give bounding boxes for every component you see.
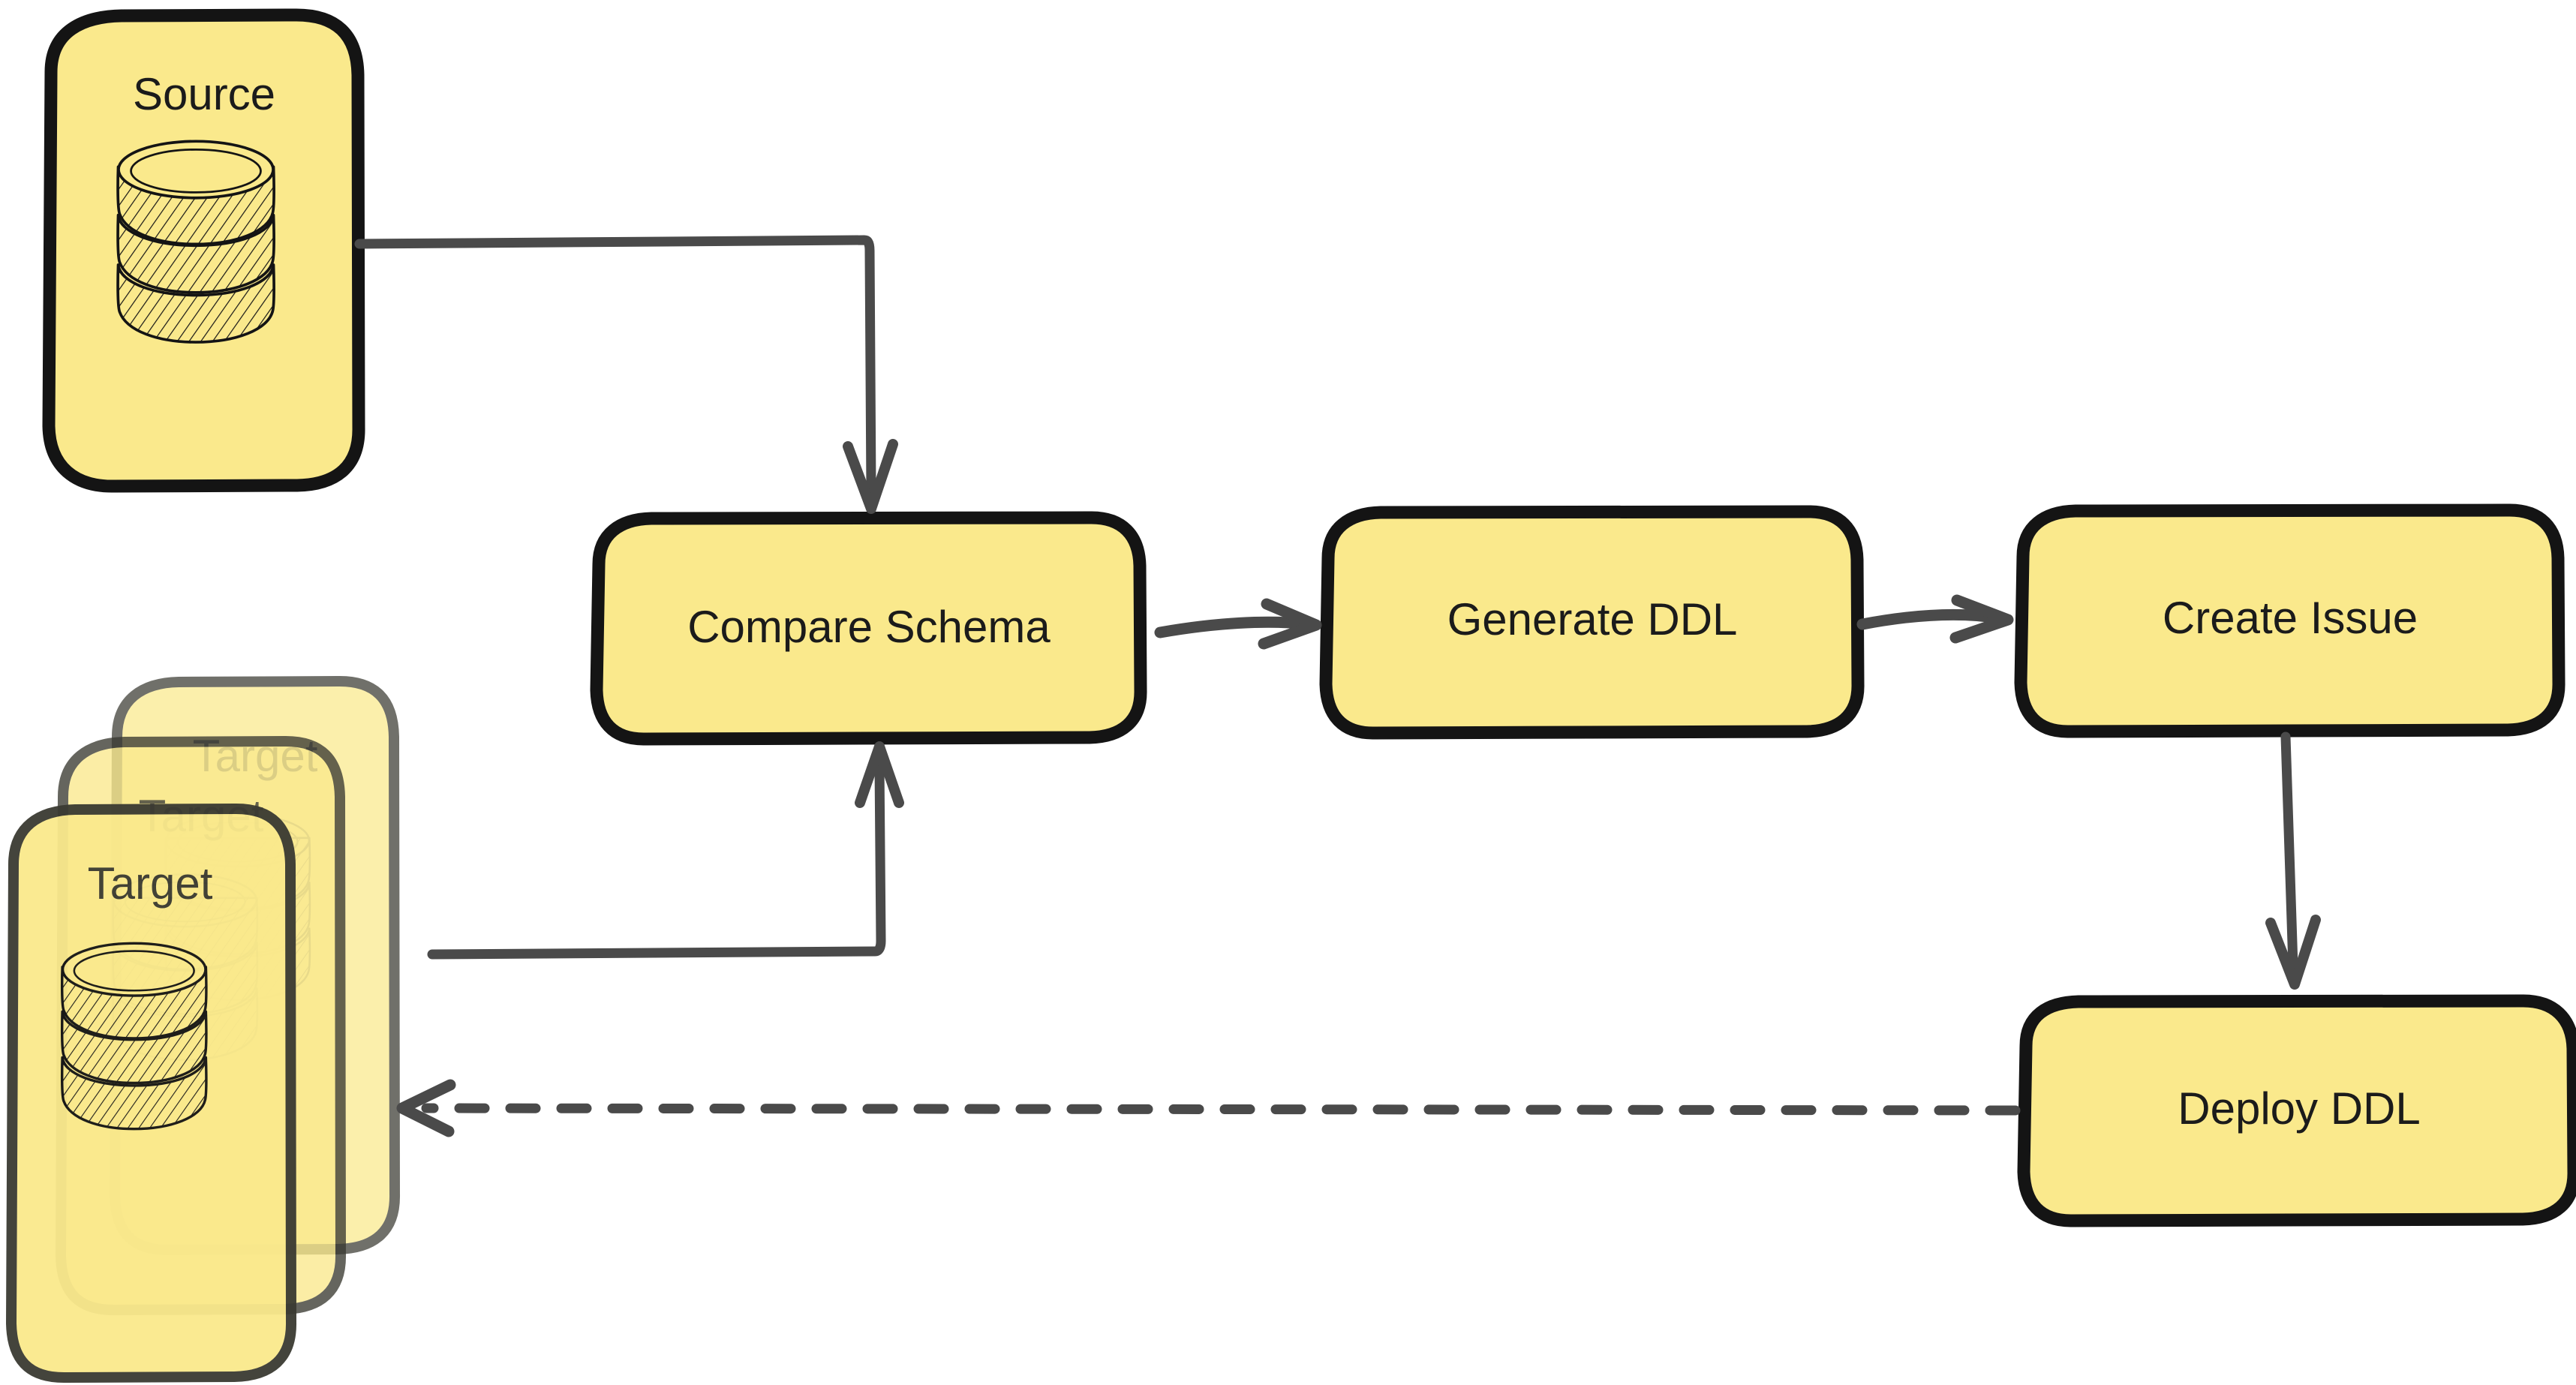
- edge-generate-ddl-to-create-issue: [1856, 594, 2014, 644]
- node-source[interactable]: Source: [42, 8, 365, 493]
- node-compare-schema[interactable]: Compare Schema: [590, 511, 1147, 746]
- edge-target-to-compare-schema: [427, 741, 904, 960]
- create-issue-label: Create Issue: [2163, 593, 2418, 643]
- edge-source-to-compare-schema: [354, 235, 898, 514]
- source-label: Source: [133, 69, 275, 119]
- node-target-card-1[interactable]: Target: [6, 803, 297, 1383]
- database-cylinder-icon: [60, 942, 208, 1131]
- node-deploy-ddl[interactable]: Deploy DDL: [2017, 994, 2576, 1227]
- edge-compare-schema-to-generate-ddl: [1154, 598, 1322, 650]
- edge-create-issue-to-deploy-ddl: [2265, 732, 2321, 990]
- node-generate-ddl[interactable]: Generate DDL: [1319, 505, 1865, 740]
- generate-ddl-label: Generate DDL: [1447, 594, 1738, 644]
- target-label: Target: [88, 858, 213, 909]
- edge-deploy-ddl-to-target: [396, 1079, 2021, 1137]
- node-create-issue[interactable]: Create Issue: [2014, 503, 2565, 738]
- compare-schema-label: Compare Schema: [687, 602, 1051, 652]
- database-cylinder-icon: [116, 140, 275, 344]
- deploy-ddl-label: Deploy DDL: [2178, 1083, 2420, 1134]
